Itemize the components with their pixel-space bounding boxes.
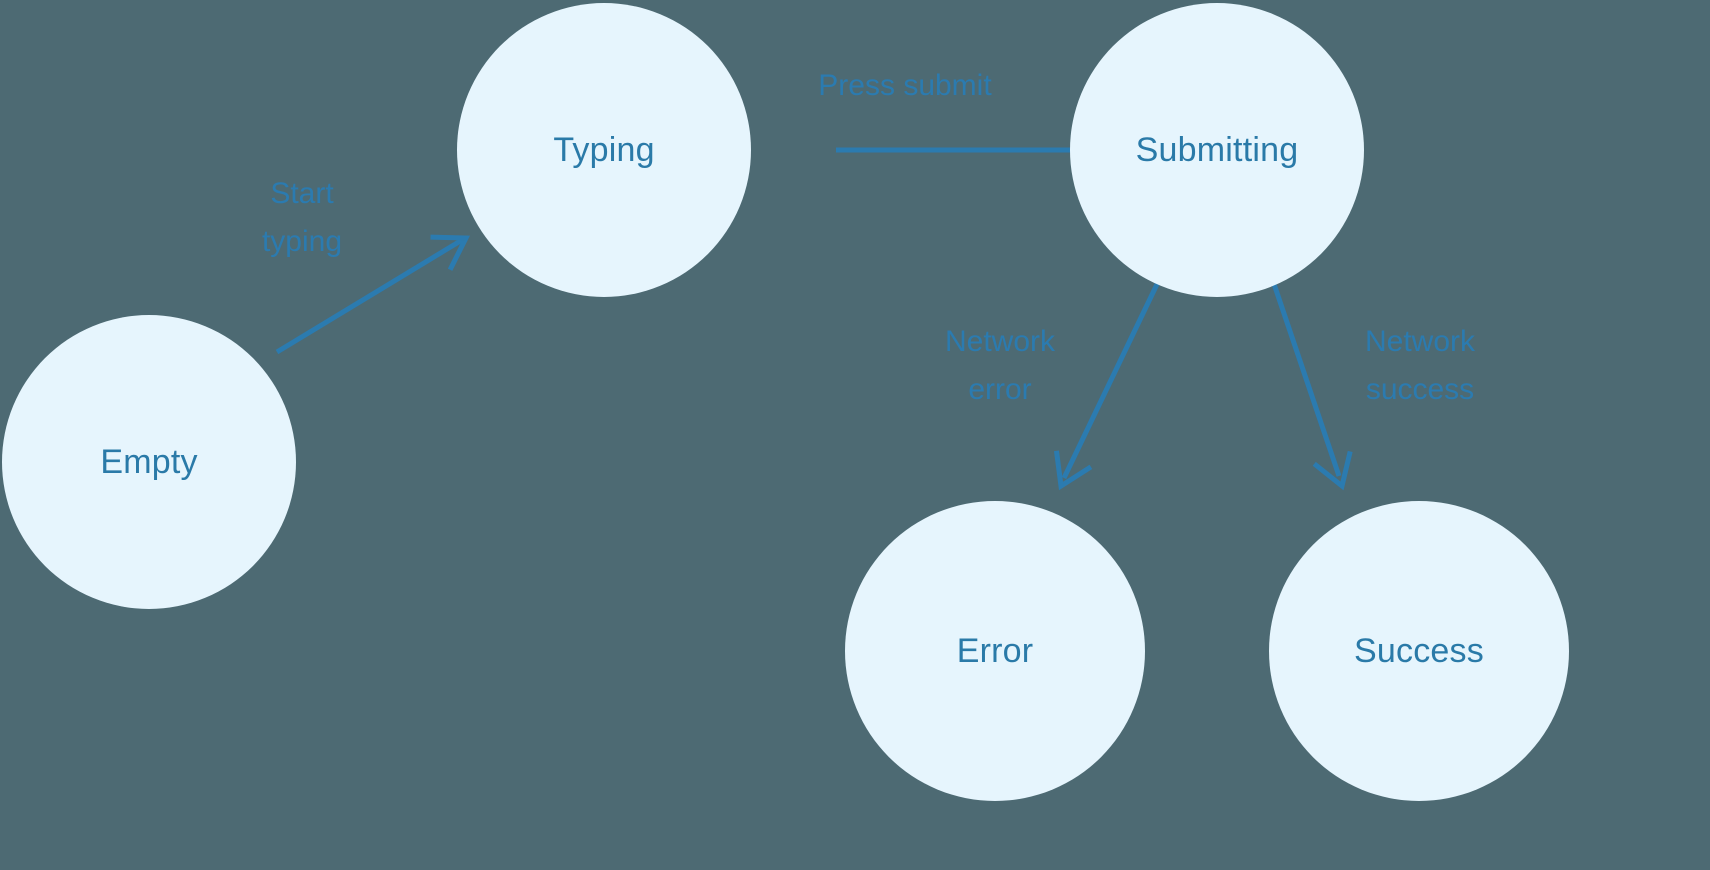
arrowhead-icon [430,234,471,271]
state-node-label: Empty [100,443,198,481]
arrowhead-icon [1053,450,1093,491]
state-node-typing[interactable]: Typing [457,3,751,297]
edge-label-empty-to-typing: Start typing [261,177,343,258]
edge-label-typing-to-submitting: Press submit [818,69,992,102]
state-node-label: Success [1354,632,1484,670]
state-node-empty[interactable]: Empty [2,315,296,609]
edge-label-submitting-to-success: Network success [1364,325,1476,406]
edge-submitting-to-error [1053,276,1163,491]
state-node-submitting[interactable]: Submitting [1070,3,1364,297]
state-node-error[interactable]: Error [845,501,1145,801]
arrowhead-icon [1312,450,1353,491]
edge-empty-to-typing [275,234,471,355]
edge-label-submitting-to-error: Network error [944,325,1056,406]
edge-submitting-to-success [1269,277,1353,491]
state-node-label: Typing [553,131,655,169]
state-node-success[interactable]: Success [1269,501,1569,801]
state-node-label: Error [956,632,1034,670]
edge-line [275,237,464,355]
edge-line [1269,277,1342,477]
edge-line [1061,276,1163,480]
state-node-label: Submitting [1135,131,1299,169]
